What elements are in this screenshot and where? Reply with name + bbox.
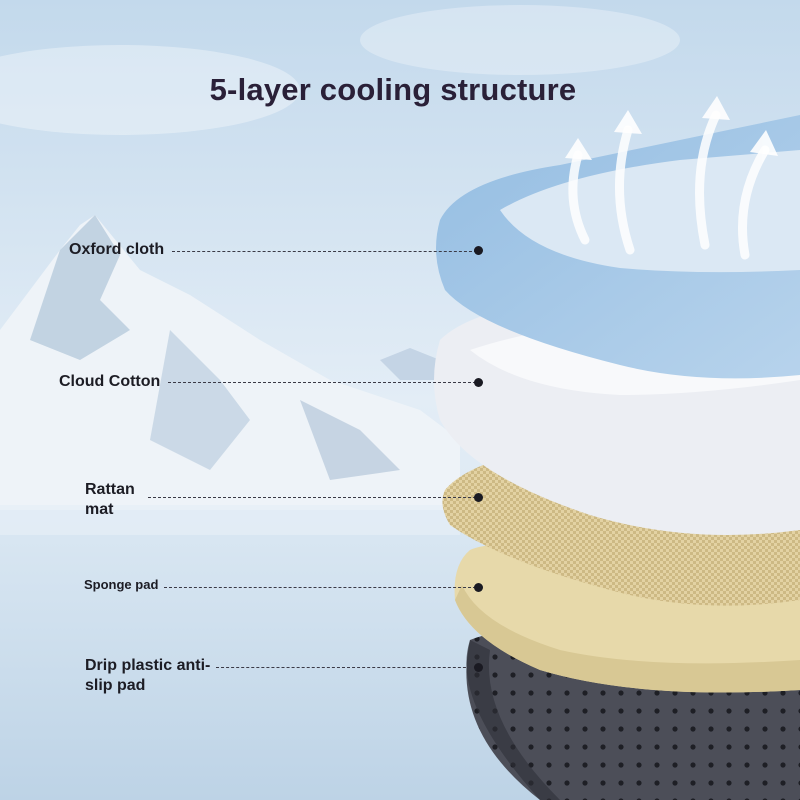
- layer-label-oxford-cloth: Oxford cloth: [69, 241, 165, 258]
- leader-line: [172, 251, 477, 252]
- leader-line: [168, 382, 476, 383]
- page-title: 5-layer cooling structure: [209, 72, 577, 107]
- layer-label-rattan-mat: Rattan mat: [85, 481, 135, 518]
- leader-line: [164, 587, 476, 588]
- layer-marker-dot: [474, 246, 483, 255]
- layer-label-cloud-cotton: Cloud Cotton: [59, 373, 161, 390]
- layer-label-anti-slip-pad: Drip plastic anti-slip pad: [85, 657, 211, 694]
- leader-line: [216, 667, 476, 668]
- layer-marker-dot: [474, 583, 483, 592]
- layer-label-sponge-pad: Sponge pad: [84, 577, 159, 592]
- airflow-arrow-icon: [568, 110, 770, 260]
- leader-line: [148, 497, 476, 498]
- layer-marker-dot: [474, 493, 483, 502]
- layer-marker-dot: [474, 663, 483, 672]
- layer-marker-dot: [474, 378, 483, 387]
